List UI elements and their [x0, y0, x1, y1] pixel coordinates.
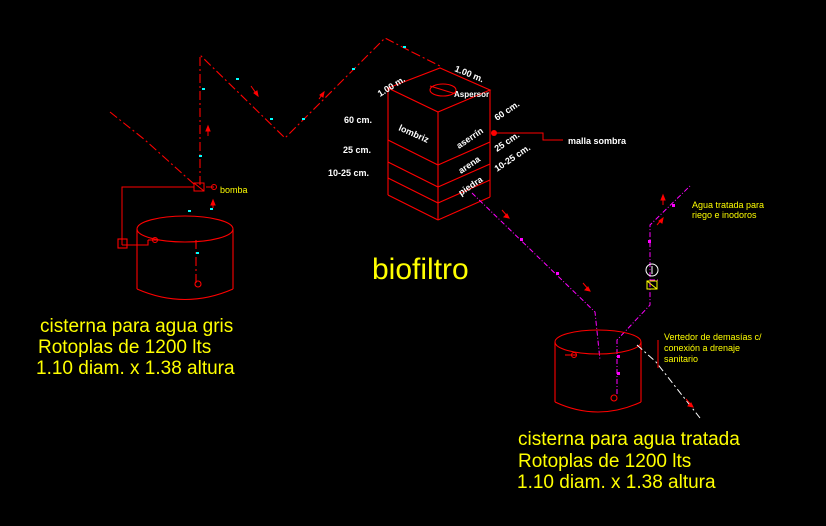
- biofilter-box: [386, 67, 492, 221]
- biofilter-title: biofiltro: [372, 253, 469, 286]
- shade-mesh-label: malla sombra: [568, 136, 627, 146]
- pump-icon: [193, 182, 217, 192]
- material-worms-label: lombriz: [397, 123, 431, 145]
- treated-water-cistern: [554, 329, 642, 413]
- layer-depth-left-2: 25 cm.: [343, 145, 371, 155]
- overflow-pipe: [636, 344, 701, 419]
- grey-water-feed-pipe: [109, 37, 441, 285]
- flow-arrows-feed: [205, 85, 325, 208]
- pump-supply-pipe: [121, 186, 194, 245]
- grey-water-cistern: [117, 215, 234, 300]
- feed-pipe-markers: [188, 46, 406, 254]
- layer-depth-left-3: 10-25 cm.: [328, 168, 369, 178]
- overflow-line-3: sanitario: [664, 354, 698, 364]
- check-valve-icon: [646, 280, 658, 290]
- layer-depth-right-1: 60 cm.: [493, 99, 522, 123]
- treated-tank-dimensions: 1.10 diam. x 1.38 altura: [517, 472, 716, 493]
- treated-use-line-1: Agua tratada para: [692, 200, 764, 210]
- grey-tank-title: cisterna para agua gris: [40, 316, 233, 337]
- treated-tank-title: cisterna para agua tratada: [518, 429, 740, 450]
- pump-label: bomba: [220, 185, 248, 195]
- shade-mesh-leader: [491, 130, 563, 141]
- treated-water-pipe: [471, 185, 691, 394]
- treated-use-line-2: riego e inodoros: [692, 210, 757, 220]
- sprinkler-label: Aspersor: [454, 90, 489, 99]
- flow-arrows-treated: [501, 193, 666, 292]
- treated-tank-capacity: Rotoplas de 1200 lts: [518, 451, 691, 472]
- layer-depth-left-1: 60 cm.: [344, 115, 372, 125]
- treated-pipe-markers: [520, 204, 675, 375]
- overflow-line-1: Vertedor de demasías c/: [664, 332, 762, 342]
- overflow-line-2: conexión a drenaje: [664, 343, 740, 353]
- overflow-arrow: [685, 398, 694, 408]
- water-meter-icon: [645, 263, 659, 277]
- grey-tank-capacity: Rotoplas de 1200 lts: [38, 337, 211, 358]
- material-sand-label: arena: [457, 153, 483, 175]
- material-sawdust-label: aserrín: [455, 126, 485, 151]
- grey-tank-dimensions: 1.10 diam. x 1.38 altura: [36, 358, 235, 379]
